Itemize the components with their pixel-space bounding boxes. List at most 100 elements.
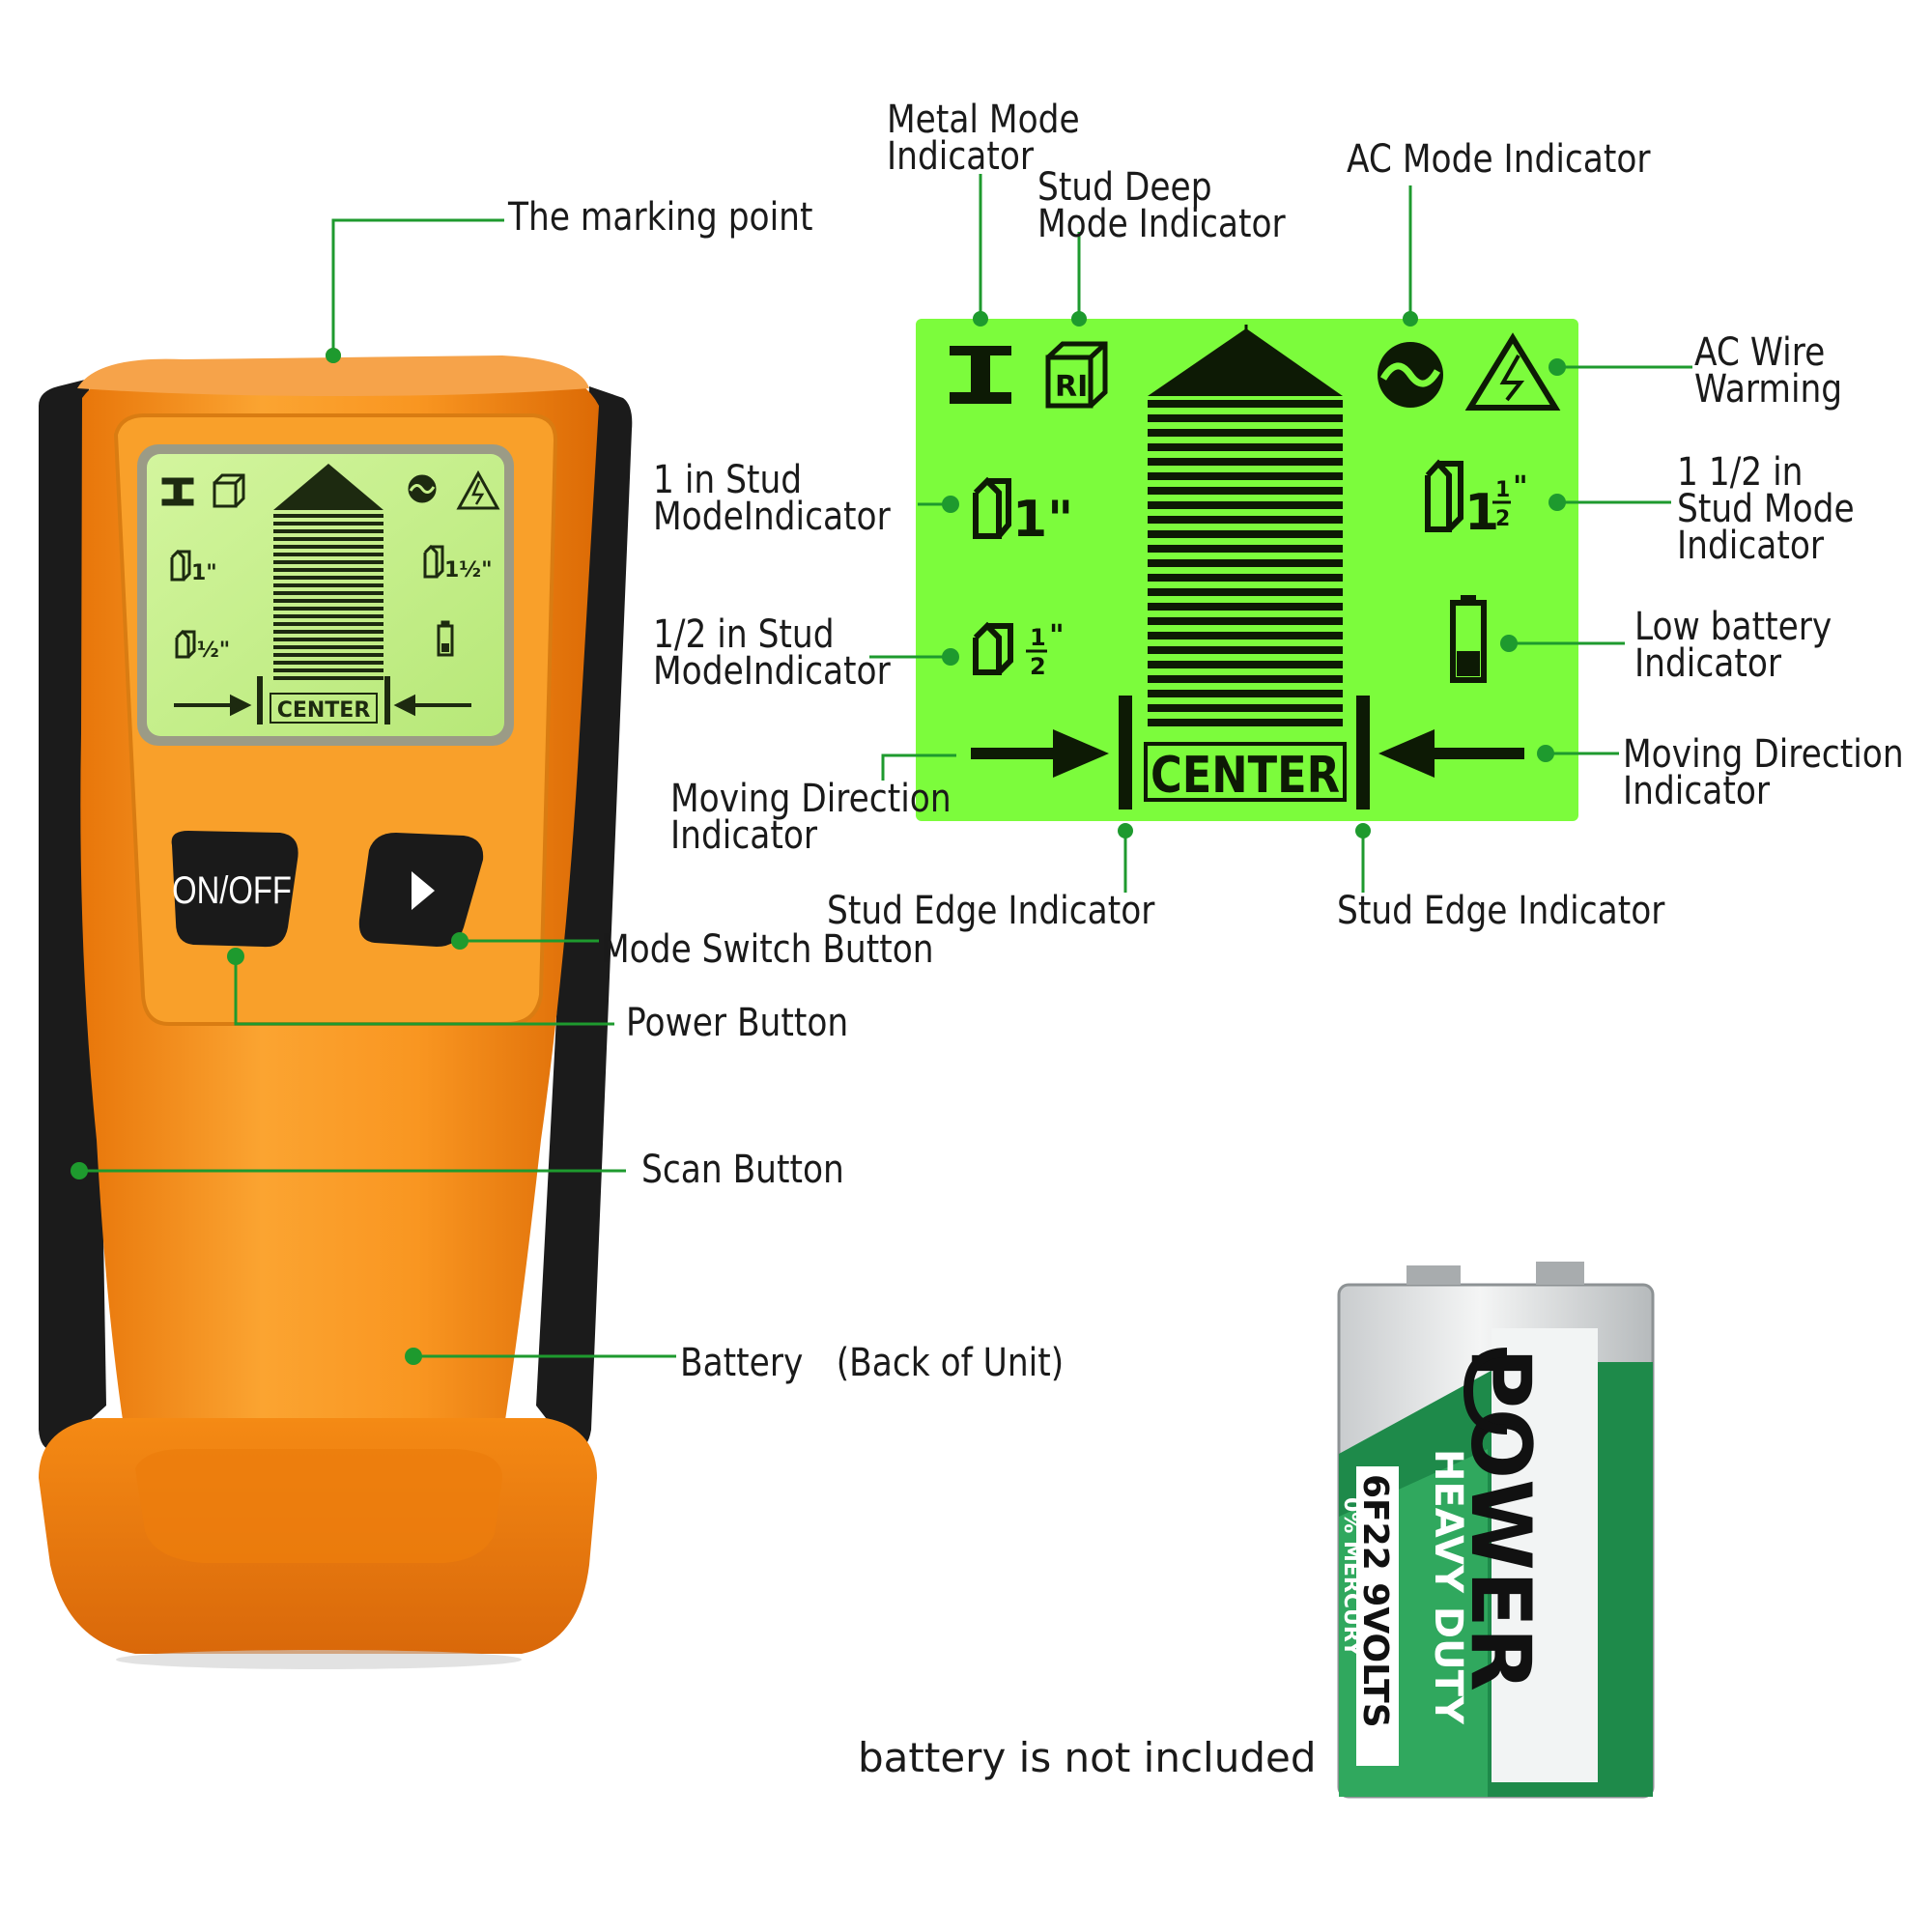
level-bar-segment xyxy=(1148,545,1343,553)
small-level-bar-segment xyxy=(273,607,384,611)
small-center-label: CENTER xyxy=(277,698,371,723)
small-ac-icon xyxy=(408,474,437,503)
stud-1-5in-icon xyxy=(1425,459,1463,532)
small-stud-deep-icon xyxy=(213,473,245,508)
metal-mode-icon xyxy=(950,346,1011,404)
label-ac-mode: AC Mode Indicator xyxy=(1347,137,1651,182)
level-bar-segment xyxy=(1148,429,1343,437)
right-grip xyxy=(536,386,633,1450)
leader-marking-point xyxy=(331,218,504,355)
stud-half-inch: " xyxy=(1049,619,1065,653)
level-bars xyxy=(1148,400,1343,726)
stud-deep-letters: RI xyxy=(1055,370,1088,404)
small-level-bar-segment xyxy=(273,553,384,556)
small-level-bar-segment xyxy=(273,676,384,680)
battery-white-panel xyxy=(1492,1328,1598,1782)
level-bar-segment xyxy=(1148,458,1343,466)
level-bar-segment xyxy=(1148,501,1343,509)
small-stud-edge-left xyxy=(257,676,263,724)
small-stud-1in-label: 1" xyxy=(191,561,217,585)
small-level-bar-segment xyxy=(273,668,384,672)
stud-half-in-icon xyxy=(973,621,1013,675)
level-bar-segment xyxy=(1148,414,1343,422)
level-bar-segment xyxy=(1148,487,1343,495)
label-battery-back: Battery (Back of Unit) xyxy=(680,1341,1065,1385)
battery-mercury: 0% MERCURY xyxy=(1339,1497,1363,1658)
level-bar-segment xyxy=(1148,588,1343,596)
stud-1in-icon xyxy=(973,476,1011,539)
small-level-bar-segment xyxy=(273,630,384,634)
level-bar-segment xyxy=(1148,516,1343,524)
device-bottom-recess xyxy=(135,1449,502,1563)
small-level-arrow xyxy=(273,464,384,510)
level-bar-segment xyxy=(1148,530,1343,538)
small-level-bars xyxy=(273,514,384,680)
stud-1-5in-frac-num: 1 xyxy=(1495,478,1510,502)
small-level-bar-segment xyxy=(273,522,384,526)
lcd-diagram: RI 1" 1 1 xyxy=(916,319,1578,821)
label-mode-switch: Mode Switch Button xyxy=(601,927,934,972)
small-level-bar-segment xyxy=(273,583,384,587)
small-battery-icon xyxy=(437,620,454,657)
device-top-cap xyxy=(77,355,589,396)
label-stud-edge-right: Stud Edge Indicator xyxy=(1337,889,1665,933)
small-level-bar-segment xyxy=(273,529,384,533)
center-label: CENTER xyxy=(1151,747,1340,805)
small-level-bar-segment xyxy=(273,514,384,518)
small-stud-1-5in-icon xyxy=(423,544,444,579)
leader-moving-left xyxy=(881,753,956,781)
level-bar-segment xyxy=(1148,617,1343,625)
level-bar-segment xyxy=(1148,661,1343,668)
level-bar-segment xyxy=(1148,719,1343,726)
power-button-label: ON/OFF xyxy=(172,868,292,912)
small-level-bar-segment xyxy=(273,568,384,572)
ac-mode-icon xyxy=(1378,342,1443,408)
leader-lines xyxy=(79,174,1692,1358)
level-bar-segment xyxy=(1148,690,1343,697)
level-bar-segment xyxy=(1148,675,1343,683)
small-warning-icon xyxy=(456,469,500,510)
leader-power xyxy=(234,956,614,1026)
stud-1-5in-frac-den: 2 xyxy=(1495,507,1510,531)
small-level-bar-segment xyxy=(273,545,384,549)
lcd-panel xyxy=(916,319,1578,821)
label-scan-button: Scan Button xyxy=(641,1148,844,1192)
level-bar-segment xyxy=(1148,632,1343,639)
battery-type: HEAVY DUTY xyxy=(1426,1449,1470,1725)
small-arrow-right-icon xyxy=(174,694,252,717)
small-arrow-left-icon xyxy=(393,694,471,717)
label-stud-edge-left: Stud Edge Indicator xyxy=(827,889,1155,933)
small-level-bar-segment xyxy=(273,645,384,649)
leader-dots xyxy=(71,311,1566,1365)
small-level-bar-segment xyxy=(273,591,384,595)
stud-1-5in-whole: 1 xyxy=(1464,484,1499,542)
small-level-bar-segment xyxy=(273,560,384,564)
stud-deep-mode-icon xyxy=(1045,341,1108,409)
ac-wire-warning-icon xyxy=(1464,332,1561,411)
level-bar-segment xyxy=(1148,704,1343,712)
small-level-bar-segment xyxy=(273,576,384,580)
stud-1-5in-inch: " xyxy=(1513,470,1528,504)
small-level-bar-segment xyxy=(273,622,384,626)
small-level-bar-segment xyxy=(273,653,384,657)
small-level-bar-segment xyxy=(273,599,384,603)
small-metal-icon xyxy=(161,477,194,506)
level-bar-segment xyxy=(1148,472,1343,480)
small-stud-edge-right xyxy=(384,676,390,724)
battery-model-box xyxy=(1356,1466,1399,1766)
mode-switch-button[interactable] xyxy=(358,833,484,947)
small-stud-half-label: ½" xyxy=(197,639,230,663)
power-button[interactable]: ON/OFF xyxy=(171,831,298,948)
moving-direction-left-arrow xyxy=(1378,729,1524,778)
power-logo-icon xyxy=(1463,1348,1508,1435)
level-bar-segment xyxy=(1148,603,1343,611)
stud-1in-value: 1" xyxy=(1012,491,1073,549)
stud-half-frac-num: 1 xyxy=(1030,624,1046,651)
